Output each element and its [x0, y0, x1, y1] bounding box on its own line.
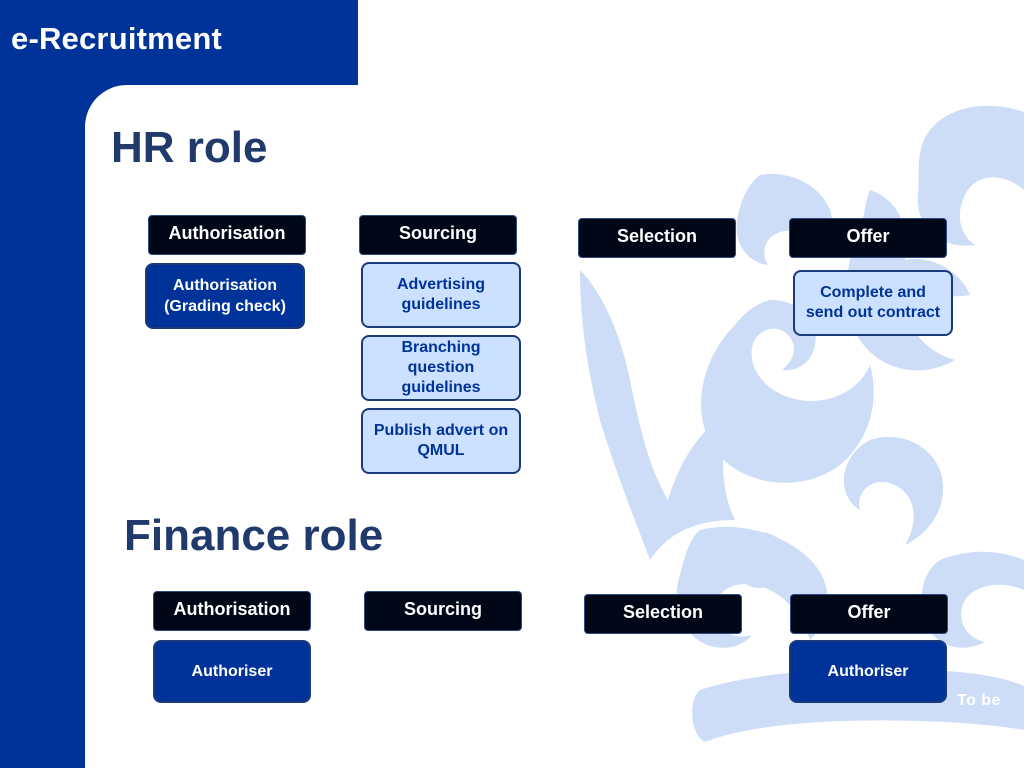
finance-task-authoriser-offer[interactable]: Authoriser — [789, 640, 947, 703]
hr-stage-authorisation[interactable]: Authorisation — [148, 215, 306, 255]
hr-stage-offer[interactable]: Offer — [789, 218, 947, 258]
hr-stage-sourcing[interactable]: Sourcing — [359, 215, 517, 255]
finance-stage-sourcing[interactable]: Sourcing — [364, 591, 522, 631]
left-brand-band — [0, 0, 85, 768]
finance-task-authoriser-authorisation[interactable]: Authoriser — [153, 640, 311, 703]
top-right-background — [358, 0, 1024, 85]
finance-stage-selection[interactable]: Selection — [584, 594, 742, 634]
hr-task-advertising-guidelines[interactable]: Advertising guidelines — [361, 262, 521, 328]
hr-stage-selection[interactable]: Selection — [578, 218, 736, 258]
hr-task-publish-advert[interactable]: Publish advert on QMUL — [361, 408, 521, 474]
hr-task-authorisation-grading[interactable]: Authorisation (Grading check) — [145, 263, 305, 329]
finance-stage-authorisation[interactable]: Authorisation — [153, 591, 311, 631]
hr-task-branching-question-guidelines[interactable]: Branching question guidelines — [361, 335, 521, 401]
hr-role-title: HR role — [111, 123, 268, 172]
finance-stage-offer[interactable]: Offer — [790, 594, 948, 634]
hr-task-complete-contract[interactable]: Complete and send out contract — [793, 270, 953, 336]
footer-note: To be — [957, 692, 1001, 709]
finance-role-title: Finance role — [124, 511, 384, 560]
top-brand-band — [0, 0, 358, 85]
app-title: e-Recruitment — [11, 21, 223, 56]
